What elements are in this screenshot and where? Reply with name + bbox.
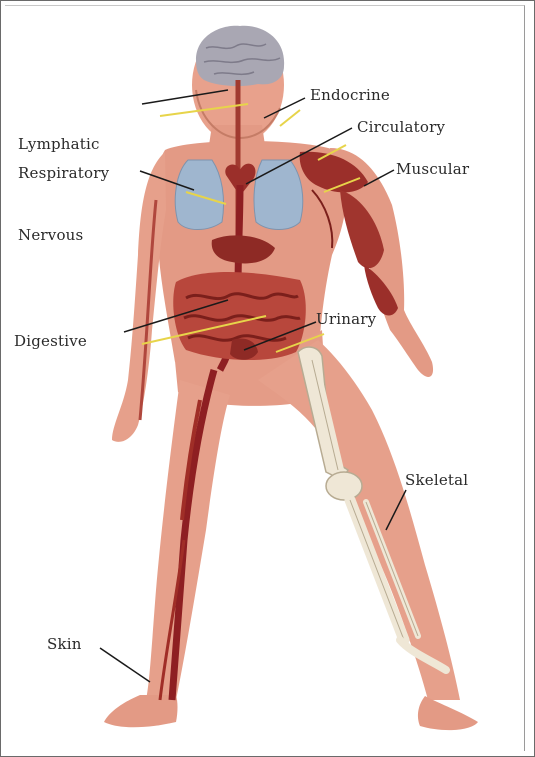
label-digestive: Digestive	[14, 332, 87, 350]
label-lymphatic: Lymphatic	[18, 135, 100, 153]
lung-left	[254, 160, 303, 230]
label-urinary: Urinary	[316, 310, 376, 328]
label-respiratory: Respiratory	[18, 164, 109, 182]
arm-right	[112, 152, 166, 442]
leg-right	[146, 380, 230, 700]
label-muscular: Muscular	[396, 160, 469, 178]
lung-right	[175, 160, 223, 230]
label-endocrine: Endocrine	[310, 86, 390, 104]
label-skeletal: Skeletal	[405, 471, 468, 489]
label-skin: Skin	[47, 635, 82, 653]
label-nervous: Nervous	[18, 226, 83, 244]
foot-right	[104, 695, 178, 727]
pointer-line-skin	[100, 648, 150, 682]
foot-left	[418, 696, 478, 730]
label-circulatory: Circulatory	[357, 118, 445, 136]
brain	[196, 26, 284, 86]
